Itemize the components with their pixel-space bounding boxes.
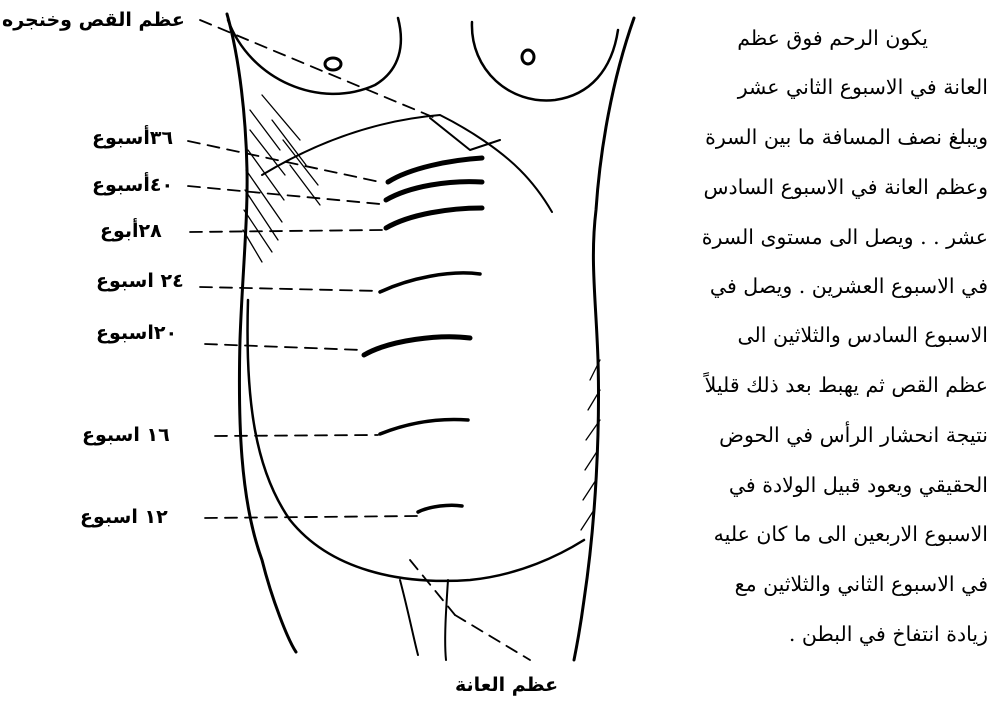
paragraph-line: في الاسبوع الثاني والثلاثين مع (735, 570, 988, 598)
paragraph-line: وعظم العانة في الاسبوع السادس (703, 173, 988, 201)
fundal-height-marks (364, 158, 482, 512)
mark-40 (386, 182, 482, 200)
mark-24 (380, 273, 480, 292)
abdomen-outline (247, 300, 584, 581)
mark-36 (388, 158, 482, 182)
xiphoid-label: عظم القص وخنجره (2, 9, 185, 31)
left-nipple (325, 58, 341, 70)
mark-28 (386, 208, 482, 228)
left-breast-outline (228, 18, 401, 94)
paragraph-line: في الاسبوع العشرين . ويصل في (710, 272, 988, 300)
paragraph-line: ويبلغ نصف المسافة ما بين السرة (705, 123, 988, 151)
week-20-label: ٢٠اسبوع (96, 322, 177, 344)
paragraph-line: زيادة انتفاخ في البطن . (789, 620, 988, 648)
paragraph-line: نتيجة انحشار الرأس في الحوض (719, 421, 988, 449)
week-40-label: ٤٠أسبوع (92, 174, 173, 196)
left-shading-hatch (243, 95, 320, 262)
week-28-label: ٢٨أبوع (100, 220, 162, 242)
pubis-label: عظم العانة (455, 674, 558, 696)
paragraph-line: الحقيقي ويعود قبيل الولادة في (729, 471, 988, 499)
week-24-label: ٢٤ اسبوع (96, 270, 184, 292)
mark-16 (380, 420, 468, 434)
mark-20 (364, 337, 470, 355)
paragraph-line: العانة في الاسبوع الثاني عشر (738, 73, 988, 101)
torso-left-outline (227, 14, 296, 652)
torso-right-outline (574, 18, 634, 660)
paragraph-line: عظم القص ثم يهبط بعد ذلك قليلاً (705, 371, 988, 399)
paragraph-line: الاسبوع الاربعين الى ما كان عليه (714, 520, 988, 548)
week-12-label: ١٢ اسبوع (80, 506, 168, 528)
mark-12 (418, 505, 462, 512)
paragraph-line: يكون الرحم فوق عظم (737, 24, 928, 52)
week-16-label: ١٦ اسبوع (82, 424, 170, 446)
right-breast-outline (472, 22, 618, 100)
paragraph-line: عشر . . ويصل الى مستوى السرة (702, 223, 988, 251)
week-36-label: ٣٦أسبوع (92, 127, 173, 149)
paragraph-line: الاسبوع السادس والثلاثين الى (737, 321, 988, 349)
pubic-region-outline (400, 580, 448, 660)
right-nipple (522, 50, 534, 64)
